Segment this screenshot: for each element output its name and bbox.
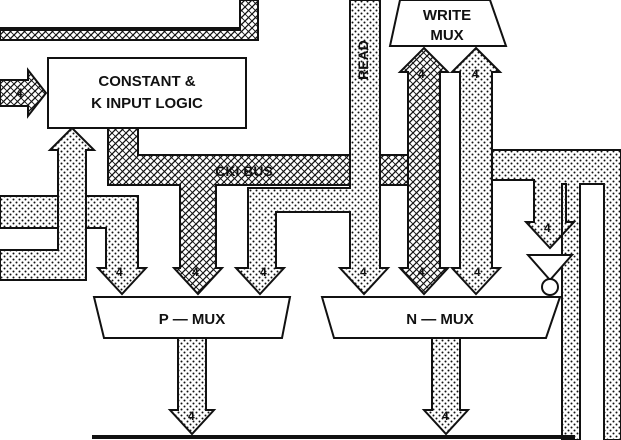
read-bus-label: READ xyxy=(355,40,371,80)
write-mux-left-width-top: 4 xyxy=(418,67,425,81)
p-mux-output-width: 4 xyxy=(188,409,195,423)
constant-logic-line1: CONSTANT & xyxy=(98,73,195,90)
read-bus xyxy=(233,0,391,296)
right-feedback-bus xyxy=(491,149,621,440)
n-mux-block xyxy=(320,296,562,339)
write-mux-line2: MUX xyxy=(430,27,463,44)
top-left-bus xyxy=(0,0,259,41)
write-mux-left-bidir-bus xyxy=(397,46,451,296)
inverter-input-width: 4 xyxy=(544,221,551,235)
n-mux-input3-width: 4 xyxy=(474,265,481,279)
write-mux-line1: WRITE xyxy=(423,7,471,24)
p-mux-input1-width: 4 xyxy=(116,265,123,279)
write-mux-right-width-top: 4 xyxy=(472,67,479,81)
n-mux-output-bus xyxy=(421,337,471,436)
n-mux-input1-width: 4 xyxy=(360,265,367,279)
p-mux-input3-width: 4 xyxy=(260,265,267,279)
constant-k-input-logic-block xyxy=(47,57,247,129)
cki-bus-label: CKI BUS xyxy=(215,163,273,179)
constant-logic-line2: K INPUT LOGIC xyxy=(91,95,203,112)
p-mux-block xyxy=(92,296,292,339)
p-mux-label: P — MUX xyxy=(159,311,225,328)
inverter-symbol xyxy=(525,254,575,296)
p-mux-output-bus xyxy=(167,337,217,436)
n-mux-label: N — MUX xyxy=(406,311,474,328)
n-mux-input2-width: 4 xyxy=(418,265,425,279)
p-mux-input2-width: 4 xyxy=(192,265,199,279)
k-input-bus-width: 4 xyxy=(16,86,23,100)
write-mux-right-bidir-bus xyxy=(449,46,503,296)
k-input-bus-arrow xyxy=(0,67,48,119)
write-mux-block xyxy=(388,0,508,47)
left-feedback-bus xyxy=(0,126,149,296)
n-mux-output-width: 4 xyxy=(442,409,449,423)
